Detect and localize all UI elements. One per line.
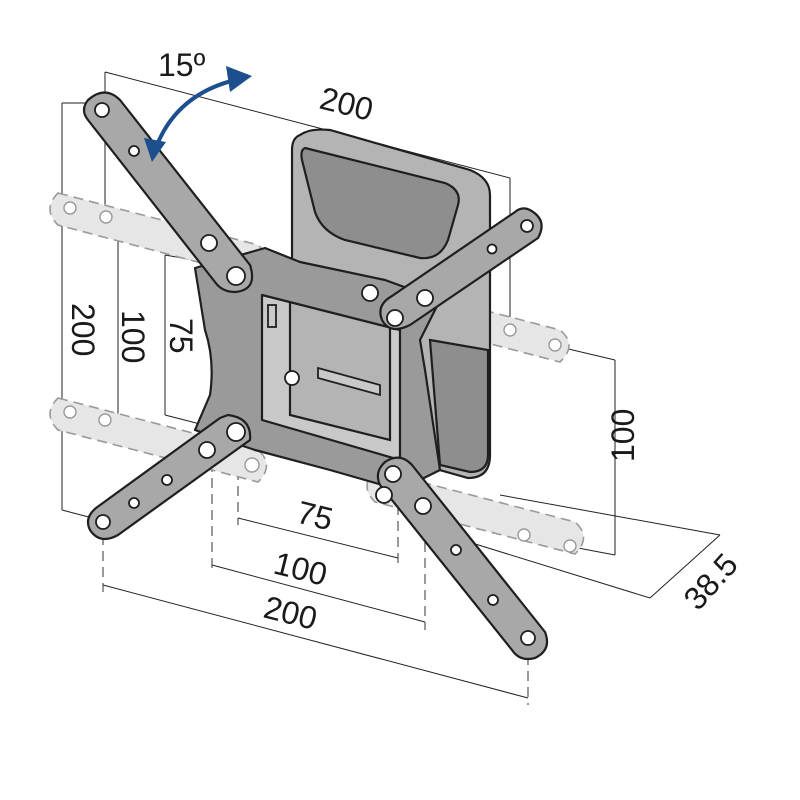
right-height-label: 100 (605, 409, 641, 462)
vesa-arms (82, 91, 549, 661)
top-width-label: 200 (316, 80, 377, 128)
dimension-lines (61, 71, 721, 705)
bracket-frame (261, 290, 401, 462)
bottom-inner-width-label: 75 (293, 494, 336, 538)
left-inner-height-label: 75 (163, 318, 199, 354)
rotation-arrow-icon (144, 66, 252, 162)
bottom-mid-width-label: 100 (270, 545, 331, 593)
depth-label: 38.5 (676, 546, 744, 616)
left-mid-height-label: 100 (115, 310, 151, 363)
rotation-label: 15º (158, 47, 206, 83)
left-outer-height-label: 200 (65, 303, 101, 356)
